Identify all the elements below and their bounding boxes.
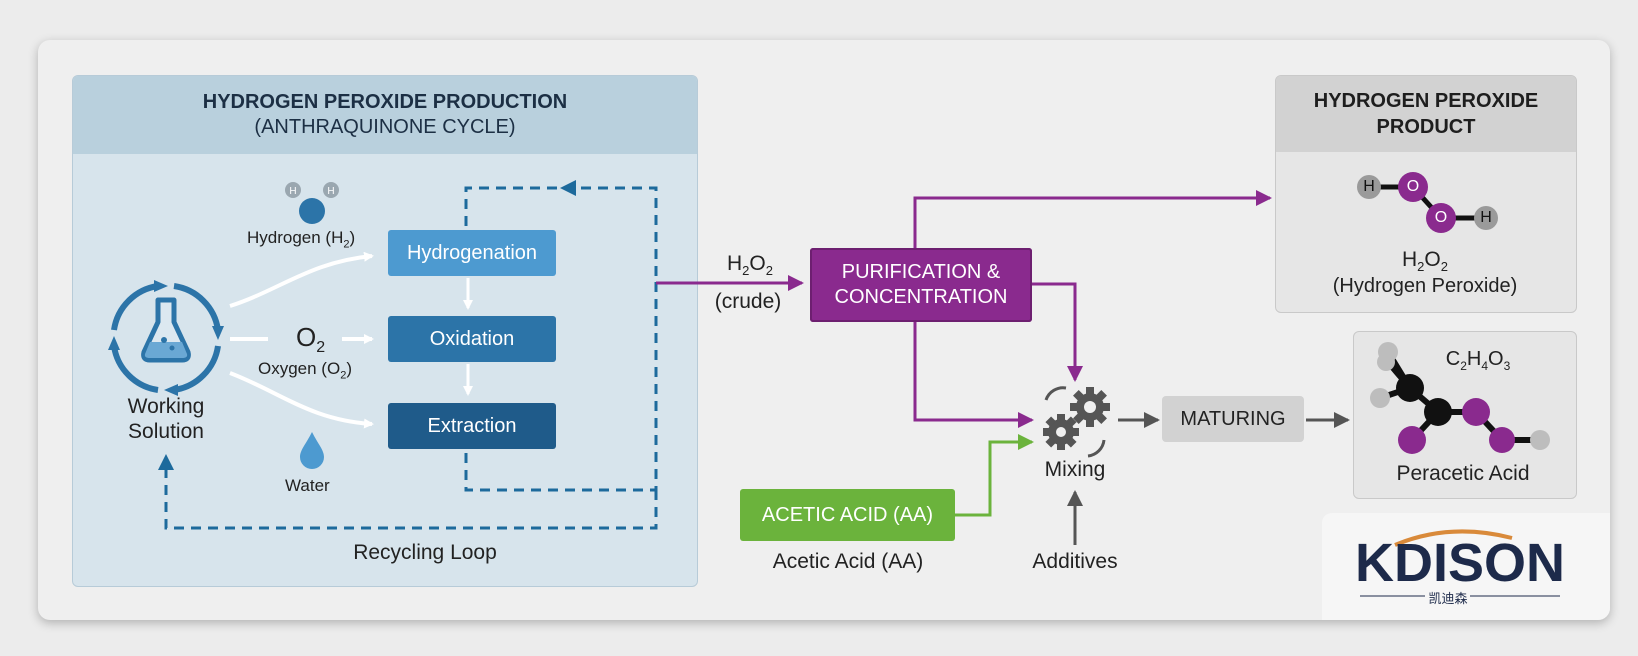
water-label: Water (285, 476, 330, 495)
product-name: (Hydrogen Peroxide) (1332, 275, 1518, 297)
h2o2-atom-h2: H (1480, 209, 1492, 226)
purification-line1: PURIFICATION & (841, 261, 1001, 283)
product-formula-sub-o: 2 (1440, 259, 1448, 275)
hydrogen-label-close: ) (349, 228, 356, 247)
h2o2-atom-h1: H (1363, 178, 1375, 195)
product-formula-h: H (1402, 248, 1418, 271)
product-panel: HYDROGEN PEROXIDE PRODUCT (1275, 75, 1577, 313)
product-formula: H2O2 (1402, 248, 1448, 274)
crude-formula-sub-o: 2 (765, 263, 773, 279)
hydrogenation-step: Hydrogenation (388, 230, 556, 276)
mixing-feed-arrow (1032, 282, 1083, 382)
product-formula-o: O (1424, 248, 1441, 271)
pa-formula-o: O (1488, 348, 1504, 370)
oxidation-step: Oxidation (388, 316, 556, 362)
h2o2-atom-o1: O (1406, 178, 1420, 195)
product-formula-sub-h: 2 (1417, 259, 1425, 275)
hydrogen-label-text: Hydrogen (H (247, 228, 344, 247)
mixing-bottom-arrow (913, 322, 1034, 428)
working-solution-icon (108, 280, 224, 396)
logo-swoosh (1394, 529, 1513, 547)
product-arrow (913, 190, 1272, 248)
h2o2-atom-o2: O (1434, 209, 1448, 226)
acetic-acid-arrow (955, 434, 1034, 517)
logo-chinese: 凯迪森 (1428, 591, 1468, 606)
oxygen-label-sub: 2 (340, 369, 347, 382)
recycle-loop-outer-arrow (158, 454, 174, 470)
recycle-loop-top (464, 186, 658, 282)
crude-formula: H2O2 (727, 252, 773, 278)
pa-formula-c: C (1445, 348, 1461, 370)
peracetic-molecule-icon (1370, 342, 1550, 454)
oxygen-formula-o: O (296, 322, 317, 352)
acetic-acid-box: ACETIC ACID (AA) (740, 489, 955, 541)
crude-formula-h: H (727, 252, 743, 275)
pa-formula-sub-o: 3 (1503, 359, 1511, 373)
hydrogen-label: Hydrogen (H2) (247, 228, 355, 250)
acetic-acid-label: Acetic Acid (AA) (772, 550, 924, 573)
h2o2-molecule-icon (1357, 172, 1498, 233)
purification-box: PURIFICATION & CONCENTRATION (810, 248, 1032, 322)
recycle-loop-bottom (464, 282, 658, 492)
svg-text:H: H (327, 186, 334, 197)
oxygen-label: Oxygen (O2) (258, 359, 352, 381)
maturing-box: MATURING (1162, 396, 1304, 442)
mixing-label: Mixing (1044, 458, 1106, 481)
pa-formula-h: H (1466, 348, 1482, 370)
oxygen-label-text: Oxygen (O (258, 359, 341, 378)
recycle-loop-outer (164, 470, 658, 530)
additives-label: Additives (1032, 550, 1118, 573)
recycling-loop-label: Recycling Loop (353, 541, 497, 564)
water-input-arrow (229, 371, 374, 429)
pa-formula-sub-c: 2 (1460, 359, 1467, 373)
recycle-loop-top-arrow (560, 180, 576, 196)
extraction-step: Extraction (388, 403, 556, 449)
production-subtitle: (ANTHRAQUINONE CYCLE) (254, 116, 516, 138)
oxygen-label-close: ) (346, 359, 352, 378)
crude-formula-sub-h: 2 (742, 263, 750, 279)
hydrogen-molecule-icon: H H (285, 182, 339, 224)
purification-line2: CONCENTRATION (834, 286, 1008, 308)
mixing-gears-icon (1043, 386, 1110, 458)
oxygen-formula-sub: 2 (316, 339, 326, 357)
hydrogen-input-arrow (229, 251, 374, 308)
working-solution-line2: Solution (128, 420, 204, 443)
peracetic-formula: C2H4O3 (1446, 348, 1511, 373)
production-title: HYDROGEN PEROXIDE PRODUCTION (202, 91, 568, 113)
logo-brand: KDISON (1354, 533, 1566, 593)
production-panel-header: HYDROGEN PEROXIDE PRODUCTION (ANTHRAQUIN… (73, 76, 697, 154)
pa-formula-sub-h: 4 (1481, 359, 1489, 373)
production-panel: HYDROGEN PEROXIDE PRODUCTION (ANTHRAQUIN… (72, 75, 698, 587)
hydrogen-label-sub: 2 (343, 238, 350, 251)
water-drop-icon (300, 432, 324, 469)
oxygen-formula: O2 (296, 322, 325, 357)
peracetic-name: Peracetic Acid (1396, 462, 1530, 485)
crude-label: (crude) (714, 290, 782, 313)
working-solution-label: Working Solution (128, 394, 205, 444)
product-panel-header: HYDROGEN PEROXIDE PRODUCT (1276, 76, 1576, 152)
product-title-line1: HYDROGEN PEROXIDE (1313, 90, 1539, 112)
working-solution-line1: Working (127, 395, 205, 418)
crude-formula-o: O (749, 252, 766, 275)
product-title-line2: PRODUCT (1376, 116, 1476, 138)
svg-text:H: H (289, 186, 296, 197)
